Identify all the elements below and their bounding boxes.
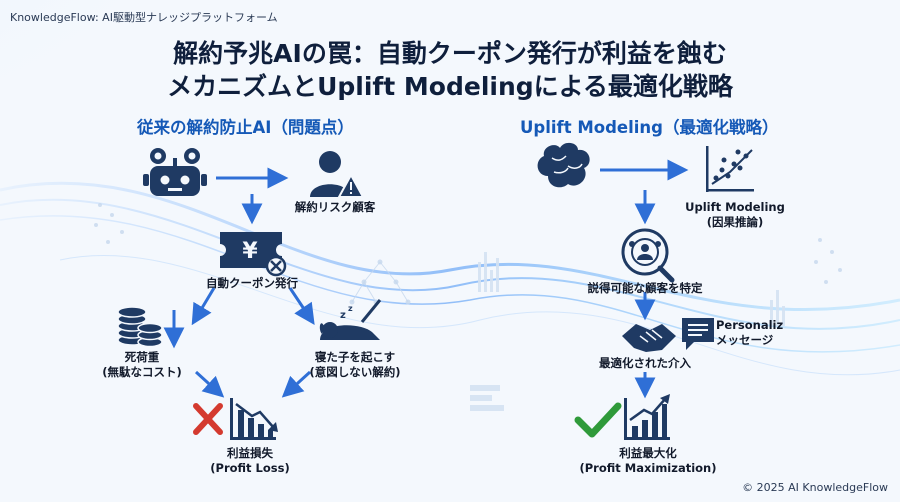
coin-stack-icon (117, 306, 163, 348)
falling-chart-icon (230, 398, 278, 440)
right-section-heading: Uplift Modeling（最適化戦略） (520, 118, 779, 137)
sleeping-dog-label: 寝た子を起こす (意図しない解約) (300, 350, 410, 380)
handshake-icon (622, 324, 676, 352)
message-icon (682, 318, 714, 350)
sleeping-dog-label-line1: 寝た子を起こす (314, 350, 396, 364)
personaliz-label-line2: メッセージ (716, 333, 774, 347)
brand-label: KnowledgeFlow: AI駆動型ナレッジプラットフォーム (10, 11, 278, 24)
sleeping-dog-label-line2: (意図しない解約) (309, 365, 401, 379)
page-title-line1: 解約予兆AIの罠：自動クーポン発行が利益を蝕む (173, 39, 727, 68)
intervention-label: 最適化された介入 (599, 356, 691, 370)
user-warning-icon (310, 151, 365, 198)
page-title-line2: メカニズムとUplift Modelingによる最適化戦略 (167, 72, 733, 101)
deadweight-label: 死荷重 (無駄なコスト) (100, 350, 184, 380)
left-flow-arrows (163, 167, 315, 398)
robot-gear-icon (143, 148, 207, 196)
brain-icon (537, 142, 590, 188)
profit-max-label-line1: 利益最大化 (619, 446, 677, 460)
uplift-modeling-label: Uplift Modeling (因果推論) (680, 200, 790, 230)
profit-loss-label: 利益損失 (Profit Loss) (200, 446, 300, 476)
rising-chart-icon (624, 394, 670, 440)
auto-coupon-label: 自動クーポン発行 (206, 276, 298, 290)
sleeping-dog-icon: z z (319, 299, 382, 340)
copyright: © 2025 AI KnowledgeFlow (742, 481, 888, 494)
personaliz-label: Personaliz メッセージ (716, 318, 786, 348)
target-people-icon (621, 228, 675, 283)
profit-loss-label-line2: (Profit Loss) (210, 461, 290, 475)
scatter-chart-icon (706, 146, 754, 192)
cross-icon (193, 403, 223, 435)
personaliz-label-line1: Personaliz (716, 318, 784, 332)
left-section-heading: 従来の解約防止AI（問題点） (137, 118, 354, 137)
svg-text:z: z (340, 310, 346, 321)
deadweight-label-line1: 死荷重 (124, 350, 160, 364)
uplift-modeling-label-line1: Uplift Modeling (685, 200, 785, 214)
uplift-modeling-label-line2: (因果推論) (706, 215, 764, 229)
profit-max-label: 利益最大化 (Profit Maximization) (578, 446, 718, 476)
persuadable-label: 説得可能な顧客を特定 (587, 281, 703, 295)
right-flow-arrows (600, 159, 689, 399)
check-icon (574, 402, 622, 438)
profit-loss-label-line1: 利益損失 (227, 446, 273, 460)
deadweight-label-line2: (無駄なコスト) (102, 365, 182, 379)
risk-customer-label: 解約リスク顧客 (294, 200, 376, 214)
svg-text:¥: ¥ (242, 239, 258, 264)
profit-max-label-line2: (Profit Maximization) (579, 461, 717, 475)
svg-text:z: z (348, 304, 353, 313)
coupon-yen-icon: ¥ (220, 232, 287, 277)
